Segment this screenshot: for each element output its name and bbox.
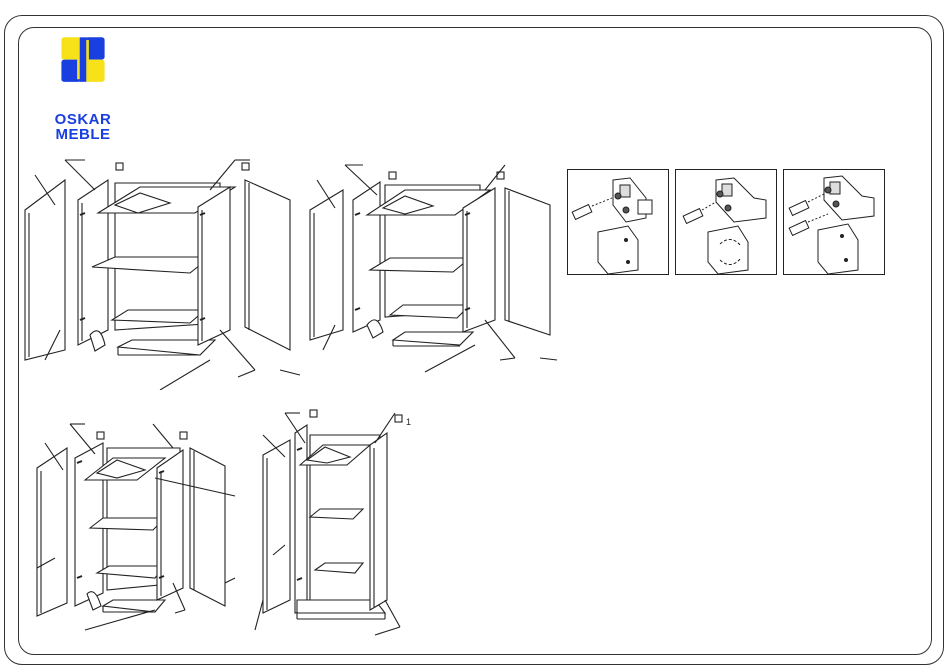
assembly-diagram-two-door-cabinet — [20, 155, 305, 390]
hinge-detail-panel-1 — [567, 169, 669, 275]
logo-text-line1: OSKAR — [48, 112, 118, 127]
hinge-detail-panel-2 — [675, 169, 777, 275]
assembly-diagram-two-door-lower — [25, 418, 250, 643]
hinge-detail-panel-3 — [783, 169, 885, 275]
assembly-diagram-two-door-cabinet-variant — [305, 160, 560, 380]
assembly-diagram-single-door-cabinet — [245, 405, 420, 645]
oskar-meble-logo — [48, 36, 118, 108]
logo-text-line2: MEBLE — [48, 127, 118, 142]
callout-number: 1 — [406, 417, 411, 427]
